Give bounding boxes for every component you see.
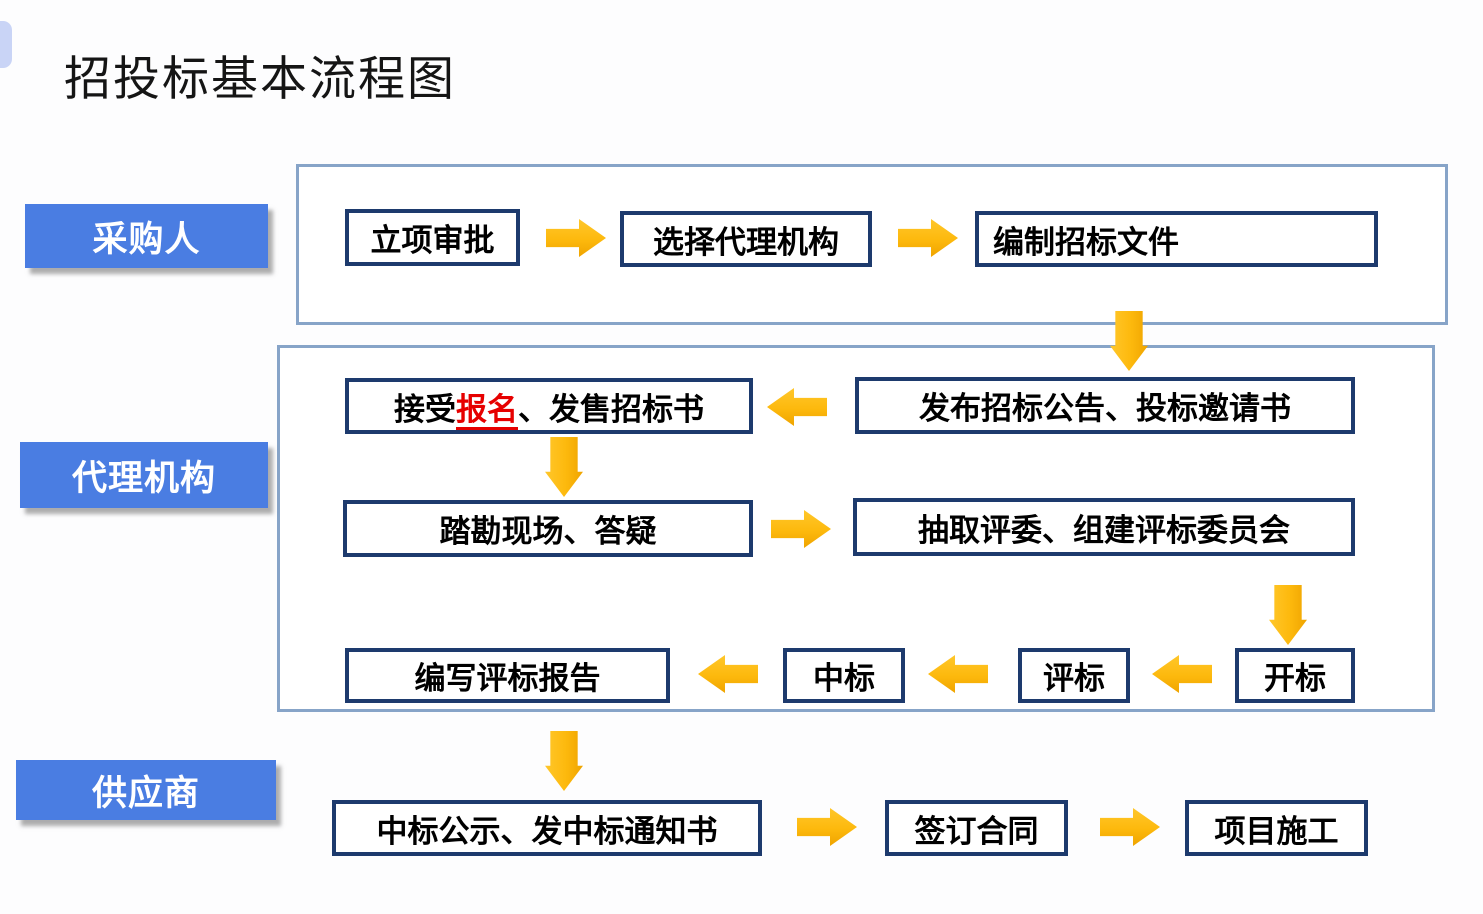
flow-node-win-bid: 中标 bbox=[783, 648, 905, 703]
flow-node-project-approval: 立项审批 bbox=[345, 209, 520, 266]
lane-label-purchaser: 采购人 bbox=[25, 204, 268, 268]
arrow-right-icon bbox=[797, 808, 857, 846]
accept-text-suffix: 、发售招标书 bbox=[518, 391, 704, 427]
flow-node-award-publicity: 中标公示、发中标通知书 bbox=[332, 800, 762, 856]
flow-node-sign-contract: 签订合同 bbox=[885, 800, 1068, 856]
accept-text-highlight: 报名 bbox=[456, 391, 518, 427]
flow-node-project-construction: 项目施工 bbox=[1185, 800, 1368, 856]
lane-label-supplier: 供应商 bbox=[16, 760, 276, 820]
page-title: 招投标基本流程图 bbox=[64, 52, 456, 105]
flow-node-write-evaluation-report: 编写评标报告 bbox=[345, 648, 670, 703]
flow-node-site-survey: 踏勘现场、答疑 bbox=[343, 500, 753, 557]
arrow-down-icon bbox=[545, 731, 583, 791]
flow-node-publish-announcement: 发布招标公告、投标邀请书 bbox=[855, 377, 1355, 434]
arrow-right-icon bbox=[1100, 808, 1160, 846]
accept-text-prefix: 接受 bbox=[394, 391, 456, 427]
flow-node-draw-committee: 抽取评委、组建评标委员会 bbox=[853, 498, 1355, 556]
flow-node-prepare-bid-documents: 编制招标文件 bbox=[975, 211, 1378, 267]
lane-label-agency: 代理机构 bbox=[20, 442, 268, 508]
flow-node-bid-opening: 开标 bbox=[1235, 648, 1355, 703]
flow-node-bid-evaluation: 评标 bbox=[1018, 648, 1130, 703]
flow-node-accept-registration: 接受报名、发售招标书 bbox=[345, 378, 753, 434]
corner-decoration-shape bbox=[0, 21, 12, 68]
flow-node-select-agency: 选择代理机构 bbox=[620, 211, 872, 267]
